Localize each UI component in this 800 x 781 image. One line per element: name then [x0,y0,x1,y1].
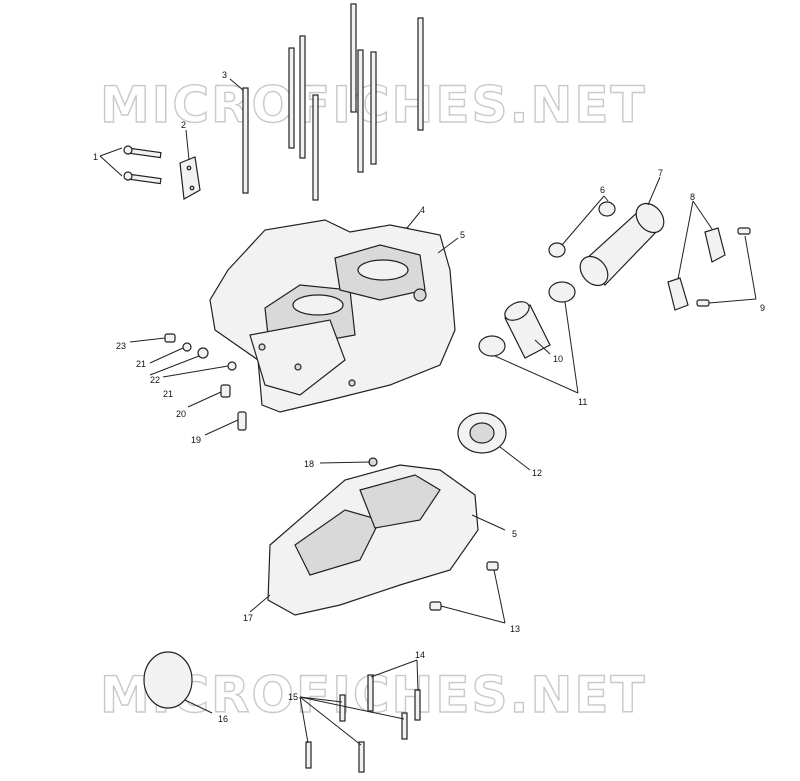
callout-11: 11 [578,397,587,407]
callout-1: 1 [93,152,98,162]
cover-bolts [123,145,162,185]
callout-20: 20 [176,409,186,419]
long-bolts [367,674,421,721]
leader-lines [99,78,757,746]
short-bolts [305,694,408,773]
upper-crankcase [209,219,456,413]
callout-17: 17 [243,613,253,623]
crankcase-studs [429,561,499,611]
cylinder-studs [242,3,424,201]
callout-12: 12 [532,468,542,478]
callout-4: 4 [420,205,425,215]
callout-2: 2 [181,120,186,130]
callout-6: 6 [600,185,605,195]
callout-15: 15 [288,692,298,702]
lower-crankcase [267,457,479,616]
callout-22: 22 [150,375,160,385]
callout-3: 3 [222,70,227,80]
callout-7: 7 [658,168,663,178]
outlet-tube [579,202,665,287]
callout-21-lower: 21 [163,389,173,399]
brackets [667,227,726,311]
callout-5-lower: 5 [512,529,517,539]
callout-19: 19 [191,435,201,445]
callout-16: 16 [218,714,228,724]
callout-10: 10 [553,354,563,364]
crank-seal [457,412,507,454]
callout-9: 9 [760,303,765,313]
callout-13: 13 [510,624,520,634]
cover-plate [179,156,201,200]
bracket-screws [696,227,751,307]
callout-18: 18 [304,459,314,469]
callout-21-upper: 21 [136,359,146,369]
callout-8: 8 [690,192,695,202]
callout-5-upper: 5 [460,230,465,240]
callout-23: 23 [116,341,126,351]
snap-ring [143,651,193,709]
o-rings [548,201,616,258]
hose-coupler [504,301,551,359]
hose-clamps [478,281,576,357]
callout-labels: 1 2 3 4 5 5 6 7 8 9 10 11 12 13 14 15 16… [93,70,765,724]
callout-14: 14 [415,650,425,660]
